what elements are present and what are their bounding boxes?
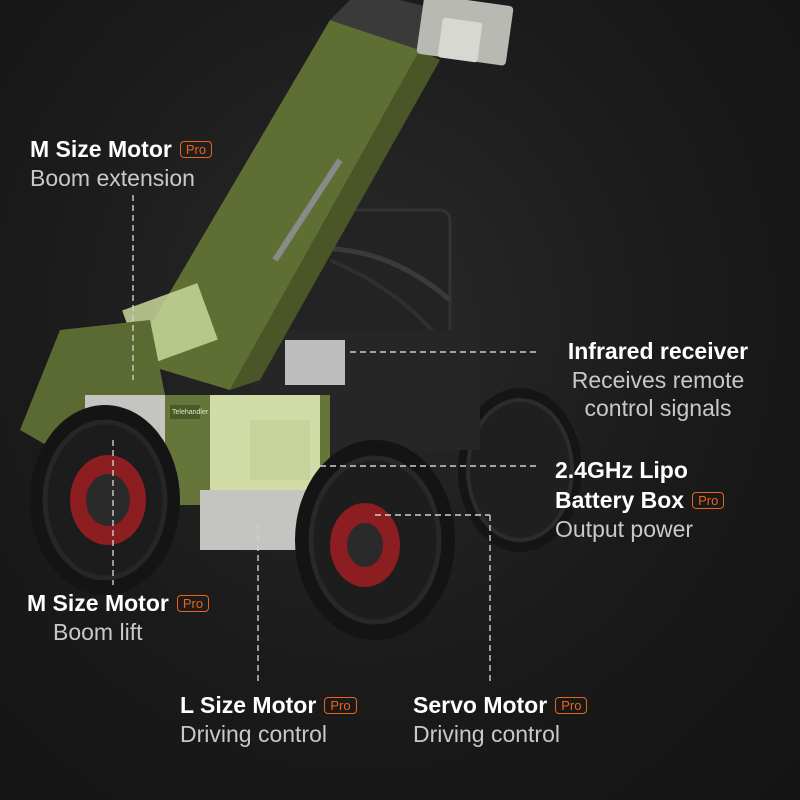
callout-boom-lift: M Size Motor Pro Boom lift xyxy=(27,588,210,646)
callout-battery-box: 2.4GHz Lipo Battery Box Pro Output power xyxy=(555,455,725,543)
pro-badge: Pro xyxy=(176,594,210,612)
callout-l-size-motor: L Size Motor Pro Driving control xyxy=(180,690,357,748)
front-right-wheel xyxy=(295,440,455,640)
callout-subtitle: Driving control xyxy=(180,721,327,747)
callout-title: Servo Motor xyxy=(413,692,548,718)
callout-infrared-receiver: Infrared receiver Receives remote contro… xyxy=(548,336,768,422)
callout-subtitle-line2: control signals xyxy=(584,395,732,421)
callout-subtitle: Boom extension xyxy=(30,165,195,191)
callout-title-line2: Battery Box xyxy=(555,487,685,513)
pro-badge: Pro xyxy=(555,696,588,714)
callout-title: L Size Motor xyxy=(180,692,317,718)
rear-right-wheel xyxy=(458,388,582,552)
boom-arm xyxy=(122,0,514,390)
callout-subtitle-line1: Receives remote xyxy=(571,367,745,393)
callout-boom-extension: M Size Motor Pro Boom extension xyxy=(30,134,213,192)
callout-title: M Size Motor xyxy=(30,136,172,162)
front-left-wheel xyxy=(30,405,180,595)
callout-title: M Size Motor xyxy=(27,590,169,616)
leader-lines xyxy=(112,195,540,685)
pro-badge: Pro xyxy=(692,491,725,509)
callout-title-line1: 2.4GHz Lipo xyxy=(555,457,688,483)
pro-badge: Pro xyxy=(324,696,357,714)
callout-title: Infrared receiver xyxy=(567,338,749,364)
callout-subtitle: Boom lift xyxy=(53,619,143,645)
callout-servo-motor: Servo Motor Pro Driving control xyxy=(413,690,588,748)
callout-subtitle: Output power xyxy=(555,516,694,542)
callout-subtitle: Driving control xyxy=(413,721,560,747)
body-side-label: Telehandler xyxy=(172,409,209,416)
pro-badge: Pro xyxy=(179,140,213,158)
